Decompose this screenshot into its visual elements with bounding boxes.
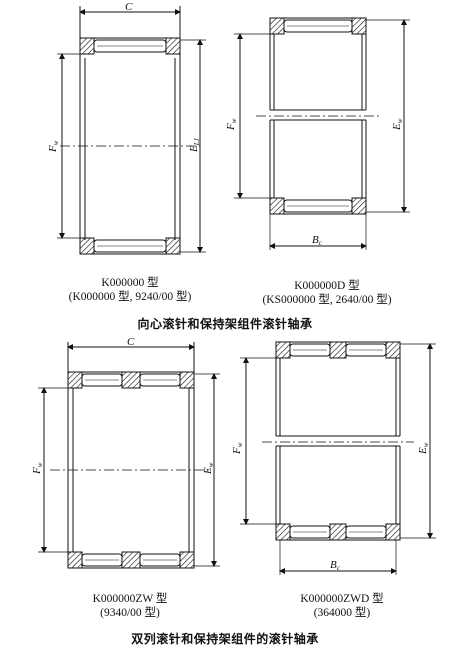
figure-kd-type xyxy=(234,17,410,250)
svg-text:Fw: Fw xyxy=(47,140,60,153)
fig3-caption: K000000ZW 型 (9340/00 型) xyxy=(50,592,210,620)
fig4-dim-e: Ew xyxy=(417,442,430,455)
svg-text:Fw: Fw xyxy=(225,118,238,131)
svg-text:ELJ: ELJ xyxy=(188,137,201,153)
fig3-dim-c: C xyxy=(127,336,135,348)
fig4-dim-bc: Bc xyxy=(330,559,341,572)
fig2-caption: K000000D 型 (KS000000 型, 2640/00 型) xyxy=(232,279,422,307)
fig3-caption-line1: K000000ZW 型 xyxy=(92,593,168,605)
svg-text:Fw: Fw xyxy=(231,442,244,455)
fig4-caption-line2: (364000 型) xyxy=(313,607,371,619)
svg-text:Ew: Ew xyxy=(417,442,430,455)
fig2-caption-line2: (KS000000 型, 2640/00 型) xyxy=(262,294,392,306)
svg-text:Ew: Ew xyxy=(391,118,404,131)
fig2-caption-line1: K000000D 型 xyxy=(294,280,360,292)
svg-text:Ew: Ew xyxy=(202,462,215,475)
fig3-dim-e: Ew xyxy=(202,462,215,475)
figure-k-type xyxy=(57,6,206,255)
figure-kzw-type xyxy=(38,342,220,569)
fig2-dim-bc: Bc xyxy=(312,234,323,247)
svg-text:Fw: Fw xyxy=(31,462,44,475)
fig1-dim-e: ELJ xyxy=(188,137,201,153)
fig1-dim-c: C xyxy=(125,1,133,13)
fig2-dim-e: Ew xyxy=(391,118,404,131)
fig1-caption: K000000 型 (K000000 型, 9240/00 型) xyxy=(40,276,220,304)
fig2-dim-f: Fw xyxy=(225,118,238,131)
section-title-top: 向心滚针和保持架组件滚针轴承 xyxy=(137,317,313,331)
fig3-dim-f: Fw xyxy=(31,462,44,475)
fig3-caption-line2: (9340/00 型) xyxy=(100,607,160,619)
section-title-bottom: 双列滚针和保持架组件的滚针轴承 xyxy=(131,632,319,646)
fig1-dim-f: Fw xyxy=(47,140,60,153)
fig4-caption-line1: K000000ZWD 型 xyxy=(300,593,384,605)
fig4-dim-f: Fw xyxy=(231,442,244,455)
fig4-caption: K000000ZWD 型 (364000 型) xyxy=(262,592,422,620)
fig1-caption-line2: (K000000 型, 9240/00 型) xyxy=(68,291,192,303)
figure-kzwd-type xyxy=(240,341,436,575)
fig1-caption-line1: K000000 型 xyxy=(101,277,159,289)
